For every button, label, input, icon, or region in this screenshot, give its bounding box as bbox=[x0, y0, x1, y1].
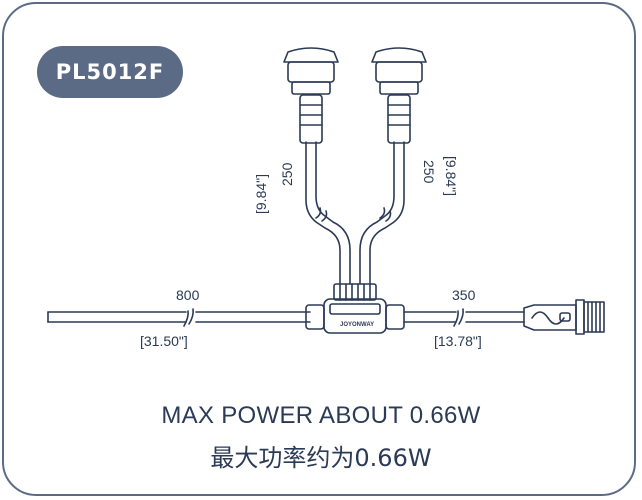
branch-right-length-inches: [9.84"] bbox=[443, 156, 459, 196]
right-branch-cable bbox=[359, 141, 405, 285]
left-length-label: 800 bbox=[176, 287, 200, 303]
left-light-fixture bbox=[283, 47, 339, 144]
diagram-frame bbox=[2, 2, 636, 496]
left-cable bbox=[47, 308, 311, 327]
power-caption-english: MAX POWER ABOUT 0.66W bbox=[161, 402, 481, 429]
left-branch-cable bbox=[305, 141, 351, 285]
left-length-inches: [31.50"] bbox=[140, 333, 188, 349]
power-caption-chinese: 最大功率约为0.66W bbox=[210, 444, 432, 472]
hub-brand-label: JOYONWAY bbox=[340, 322, 374, 328]
right-connector bbox=[523, 299, 605, 335]
branch-left-length-inches: [9.84"] bbox=[253, 174, 269, 214]
right-length-label: 350 bbox=[452, 287, 476, 303]
model-badge: PL5012F bbox=[37, 46, 183, 98]
right-length-inches: [13.78"] bbox=[434, 333, 482, 349]
right-light-fixture bbox=[371, 47, 427, 144]
y-splitter-hub bbox=[305, 283, 405, 334]
right-cable bbox=[403, 308, 525, 327]
branch-right-length: 250 bbox=[421, 160, 437, 184]
branch-left-length: 250 bbox=[279, 162, 295, 186]
